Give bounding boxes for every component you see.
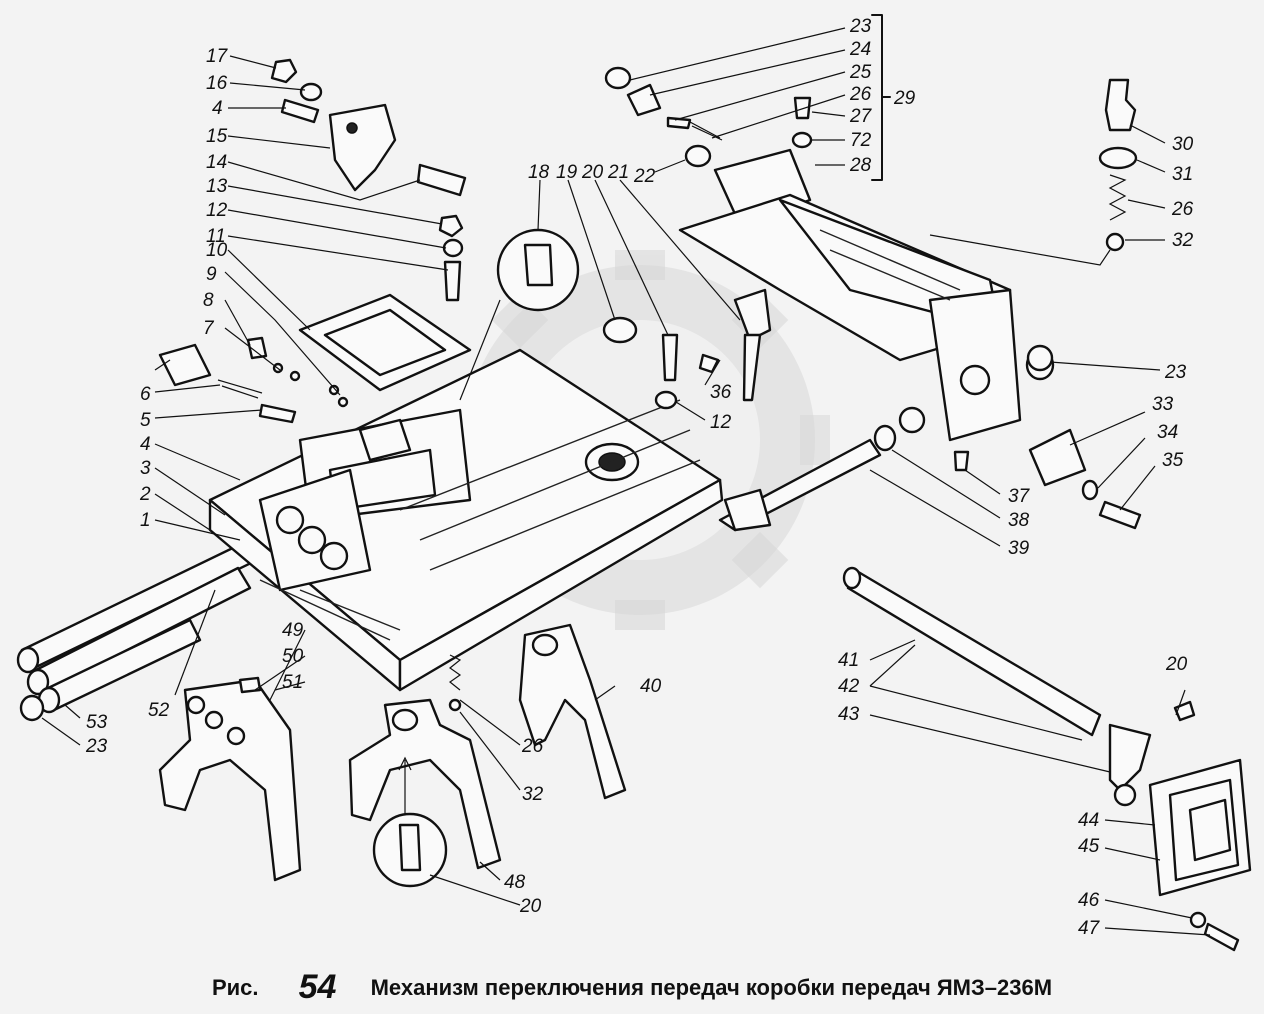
label-21: 21 <box>607 162 629 183</box>
label-11: 11 <box>206 226 226 247</box>
label-4b: 4 <box>140 434 151 455</box>
label-25: 25 <box>849 62 872 83</box>
shift-shaft <box>718 424 970 532</box>
label-30: 30 <box>1172 134 1194 155</box>
figure-title: Механизм переключения передач коробки пе… <box>370 975 1053 1000</box>
label-36: 36 <box>710 382 732 403</box>
label-17: 17 <box>206 46 229 67</box>
label-26b: 26 <box>1171 199 1194 220</box>
label-23: 23 <box>849 16 872 37</box>
label-29: 29 <box>893 88 916 109</box>
label-37: 37 <box>1008 486 1031 507</box>
figure-caption: Рис. 54 Механизм переключения передач ко… <box>0 968 1264 1007</box>
shift-lever <box>733 288 772 402</box>
label-22: 22 <box>633 166 656 187</box>
label-20b: 20 <box>1165 654 1188 675</box>
detail-callout-18 <box>459 228 580 401</box>
label-9: 9 <box>206 264 217 285</box>
label-33: 33 <box>1152 394 1174 415</box>
label-26c: 26 <box>521 736 544 757</box>
label-1: 1 <box>140 510 151 531</box>
gasket <box>298 293 472 392</box>
label-47: 47 <box>1078 918 1101 939</box>
label-19: 19 <box>556 162 578 183</box>
shift-fork-center <box>348 654 502 888</box>
label-15: 15 <box>206 126 228 147</box>
label-28: 28 <box>849 155 872 176</box>
shift-cover-housing <box>208 348 724 692</box>
label-7: 7 <box>203 318 215 339</box>
label-72: 72 <box>850 130 872 151</box>
label-8: 8 <box>203 290 214 311</box>
label-5: 5 <box>140 410 151 431</box>
label-20c: 20 <box>519 896 542 917</box>
label-32: 32 <box>1172 230 1194 251</box>
label-13: 13 <box>206 176 228 197</box>
shift-fork-right <box>518 623 627 800</box>
plug-23 <box>19 694 45 722</box>
fastener-parts-upper <box>604 66 813 168</box>
label-31: 31 <box>1172 164 1193 185</box>
label-41: 41 <box>838 650 859 671</box>
label-26: 26 <box>849 84 872 105</box>
label-44: 44 <box>1078 810 1099 831</box>
label-50: 50 <box>282 646 304 667</box>
label-16: 16 <box>206 73 228 94</box>
bracket-29 <box>871 14 891 181</box>
shift-lever-housing <box>678 148 1055 442</box>
fastener-parts-left <box>158 58 467 424</box>
label-46: 46 <box>1078 890 1100 911</box>
label-34: 34 <box>1157 422 1178 443</box>
figure-number: 54 <box>298 968 337 1006</box>
side-cover <box>1148 700 1252 952</box>
label-20: 20 <box>581 162 604 183</box>
callout-labels: 17 16 4 15 14 13 12 11 10 9 8 7 6 5 4 3 … <box>85 16 1194 939</box>
selector-shaft <box>842 566 1152 807</box>
label-52: 52 <box>148 700 170 721</box>
label-42: 42 <box>838 676 860 697</box>
label-27: 27 <box>849 106 873 127</box>
label-23b: 23 <box>1164 362 1187 383</box>
label-3: 3 <box>140 458 151 479</box>
label-4: 4 <box>212 98 223 119</box>
label-2: 2 <box>139 484 151 505</box>
label-51: 51 <box>282 672 303 693</box>
label-12b: 12 <box>710 412 732 433</box>
label-6: 6 <box>140 384 151 405</box>
label-45: 45 <box>1078 836 1100 857</box>
label-12: 12 <box>206 200 228 221</box>
label-43: 43 <box>838 704 860 725</box>
fastener-parts-right <box>929 78 1142 530</box>
label-35: 35 <box>1162 450 1184 471</box>
label-38: 38 <box>1008 510 1030 531</box>
caption-prefix: Рис. <box>211 975 259 1000</box>
label-48: 48 <box>504 872 526 893</box>
label-24: 24 <box>849 39 871 60</box>
label-40: 40 <box>640 676 662 697</box>
shift-rods <box>16 528 284 722</box>
label-53: 53 <box>86 712 108 733</box>
leader-lines <box>41 27 1211 936</box>
label-49: 49 <box>282 620 304 641</box>
label-23c: 23 <box>85 736 108 757</box>
label-39: 39 <box>1008 538 1030 559</box>
label-14: 14 <box>206 152 227 173</box>
shift-fork-left <box>158 676 302 882</box>
label-32b: 32 <box>522 784 544 805</box>
label-18: 18 <box>528 162 550 183</box>
fastener-parts-middle <box>602 316 720 410</box>
label-10: 10 <box>206 240 228 261</box>
